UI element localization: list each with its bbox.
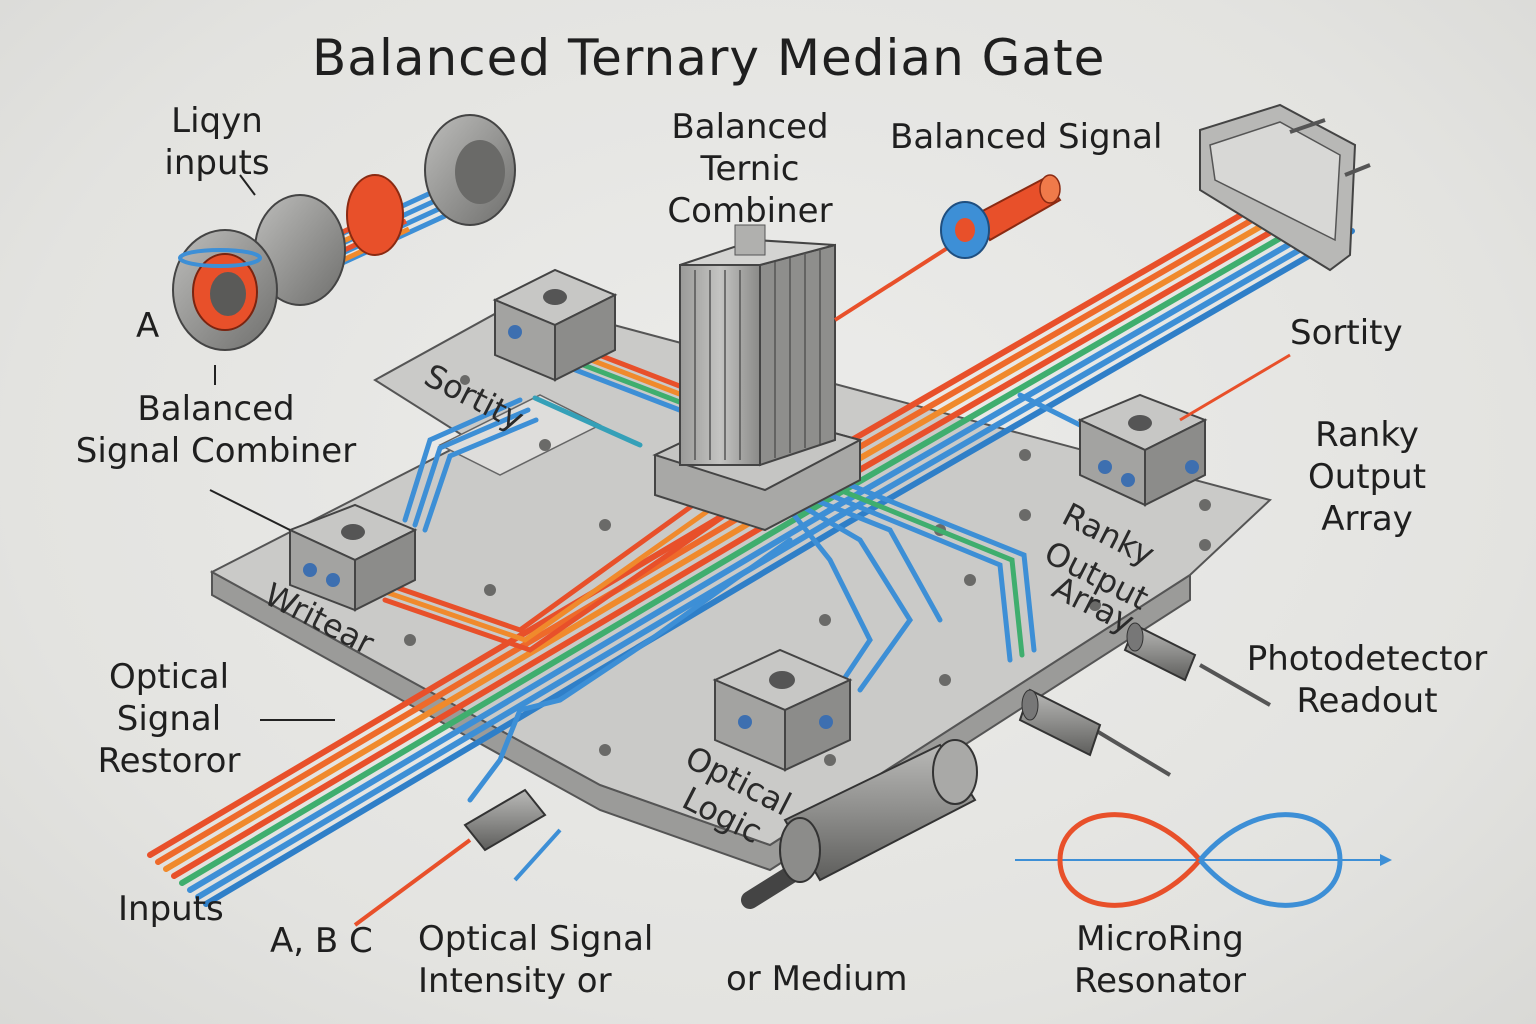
liqyn-input-assembly [172, 114, 516, 351]
label-abc: A, B C [270, 921, 373, 961]
block-optical-logic [712, 648, 853, 772]
readout-probe [1018, 688, 1172, 777]
label-optical-signal-intensity: Optical Signal Intensity or [418, 919, 654, 1001]
output-connector [1199, 103, 1371, 272]
plate-holes [404, 375, 1211, 766]
medium-cylinder [741, 739, 978, 909]
diagram-title: Balanced Ternary Median Gate [312, 29, 1106, 87]
label-liqyn-inputs: Liqyn inputs [164, 101, 270, 183]
block-top-left [492, 268, 618, 382]
leader-lines [209, 174, 335, 721]
label-balanced-ternic-combiner: Balanced Ternic Combiner [667, 107, 833, 231]
label-sortity: Sortity [1290, 313, 1403, 353]
ternic-combiner-tower [652, 224, 863, 532]
label-or-medium: or Medium [726, 959, 908, 999]
block-writear [287, 503, 418, 612]
photodetector-probe [1123, 622, 1271, 707]
label-optical-signal-restoror: Optical Signal Restoror [97, 657, 241, 781]
label-photodetector-readout: Photodetector Readout [1246, 639, 1488, 721]
sortity-line [1179, 353, 1291, 422]
label-balanced-signal: Balanced Signal [890, 117, 1163, 157]
label-ranky-output-array: Ranky Output Array [1307, 415, 1427, 539]
label-inputs: Inputs [118, 889, 224, 929]
label-balanced-signal-combiner: Balanced Signal Combiner [75, 389, 357, 471]
balanced-signal-cable [833, 174, 1062, 322]
label-microring-resonator: MicroRing Resonator [1073, 919, 1247, 1001]
block-ranky [1077, 393, 1208, 507]
blue-fibers-right [467, 392, 1093, 803]
label-a: A [136, 306, 160, 346]
input-probe [353, 788, 562, 927]
microring-resonator [1015, 812, 1392, 908]
blue-fibers-left [402, 395, 643, 533]
